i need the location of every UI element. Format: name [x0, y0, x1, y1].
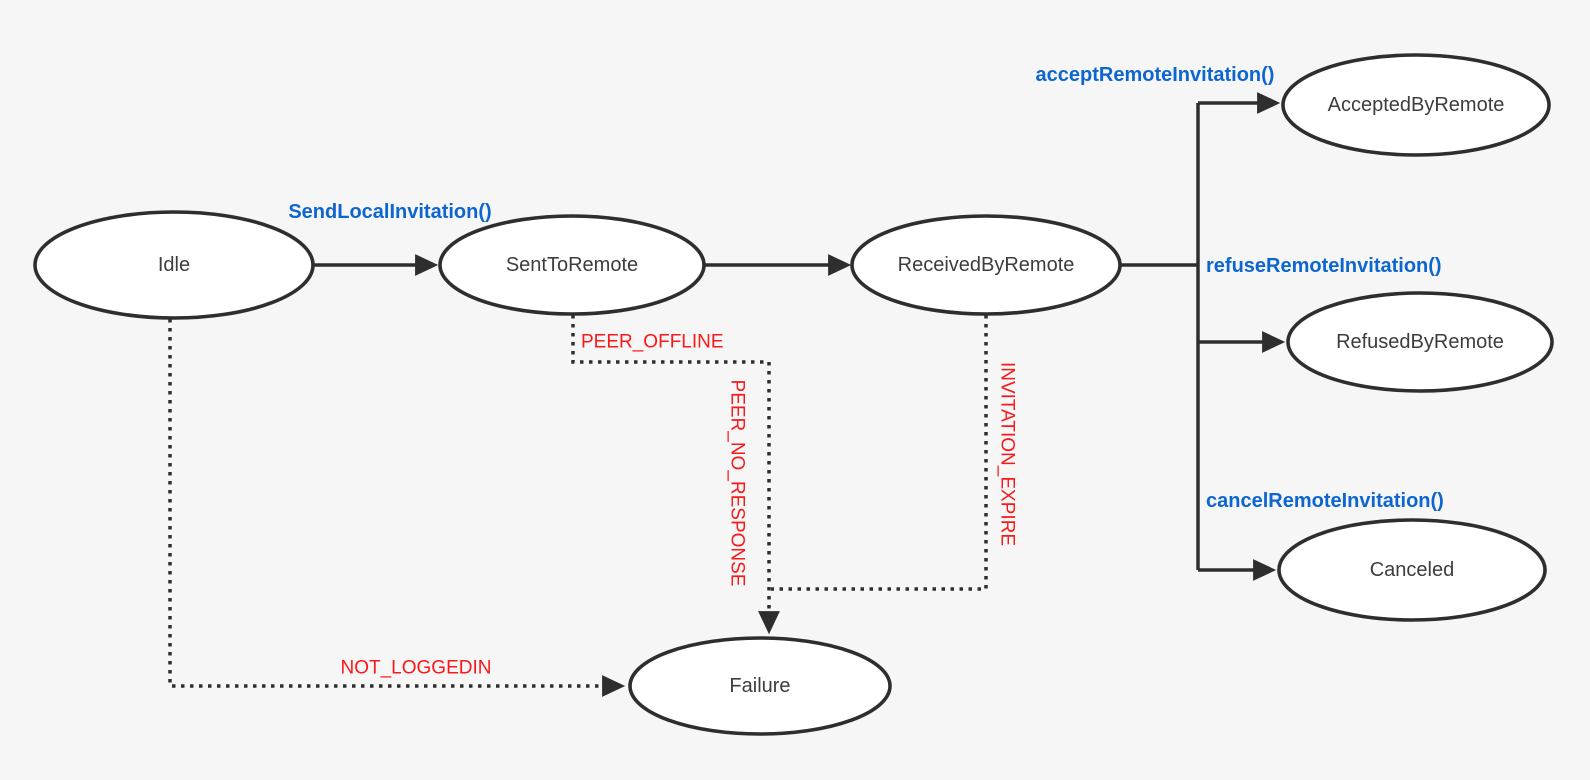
edge-received-to-failure — [771, 315, 988, 591]
transition-label-not-loggedin: NOT_LOGGEDIN — [341, 658, 492, 679]
state-node-idle: Idle — [33, 210, 315, 320]
state-node-accepted-label: AcceptedByRemote — [1328, 94, 1505, 116]
state-node-sent: SentToRemote — [438, 214, 706, 316]
transition-label-accept-remote-invitation: acceptRemoteInvitation() — [1036, 64, 1275, 86]
transition-label-peer-offline: PEER_OFFLINE — [581, 332, 724, 353]
state-node-canceled: Canceled — [1277, 518, 1547, 622]
state-node-refused-label: RefusedByRemote — [1336, 331, 1504, 353]
state-node-sent-ellipse — [438, 214, 706, 316]
transition-label-peer-no-response: PEER_NO_RESPONSE — [727, 380, 748, 587]
state-node-canceled-ellipse — [1277, 518, 1547, 622]
state-node-refused-ellipse — [1286, 291, 1554, 393]
state-node-idle-ellipse — [33, 210, 315, 320]
edge-idle-to-failure — [168, 319, 626, 697]
state-node-idle-label: Idle — [158, 254, 190, 276]
state-node-received-label: ReceivedByRemote — [898, 254, 1075, 276]
edge-sent-to-failure — [571, 315, 780, 635]
state-node-failure-ellipse — [628, 636, 892, 736]
transition-label-cancel-remote-invitation: cancelRemoteInvitation() — [1206, 490, 1444, 512]
state-node-refused: RefusedByRemote — [1286, 291, 1554, 393]
transition-label-send-local-invitation: SendLocalInvitation() — [288, 201, 491, 223]
transition-label-invitation-expire: INVITATION_EXPIRE — [997, 362, 1018, 546]
transition-label-refuse-remote-invitation: refuseRemoteInvitation() — [1206, 255, 1442, 277]
state-node-received: ReceivedByRemote — [850, 214, 1122, 316]
state-node-failure-label: Failure — [729, 675, 790, 697]
state-node-accepted: AcceptedByRemote — [1281, 53, 1551, 157]
state-node-accepted-ellipse — [1281, 53, 1551, 157]
state-node-received-ellipse — [850, 214, 1122, 316]
state-node-canceled-label: Canceled — [1370, 559, 1455, 581]
state-node-sent-label: SentToRemote — [506, 254, 638, 276]
state-node-failure: Failure — [628, 636, 892, 736]
